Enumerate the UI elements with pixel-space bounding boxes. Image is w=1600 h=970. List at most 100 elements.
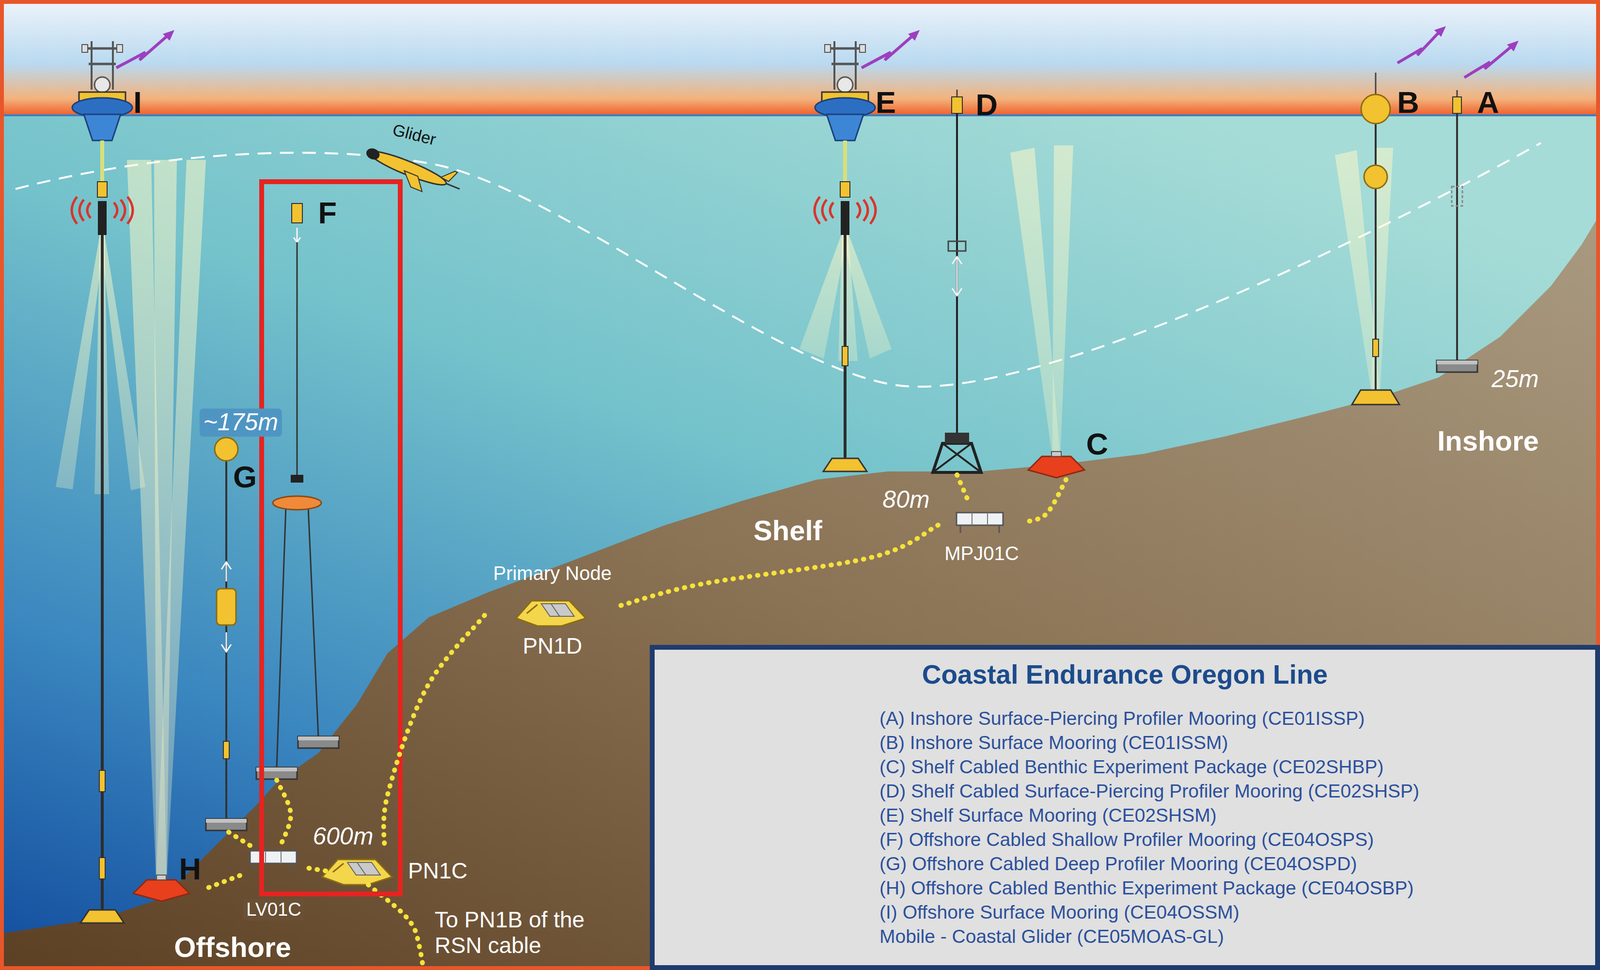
legend-line: (A) Inshore Surface-Piercing Profiler Mo… — [879, 706, 1365, 731]
legend-line: (B) Inshore Surface Mooring (CE01ISSM) — [879, 730, 1229, 755]
depth-label: ~175m — [199, 408, 283, 437]
surface-float — [1361, 94, 1391, 124]
region-label: Inshore — [1437, 424, 1539, 458]
anchor-frame — [80, 909, 125, 924]
legend-line: (G) Offshore Cabled Deep Profiler Moorin… — [879, 851, 1358, 877]
surface-buoy — [814, 41, 876, 236]
region-label: Shelf — [753, 514, 823, 548]
depth-label: 600m — [312, 822, 374, 851]
anchor — [1436, 360, 1478, 373]
telemetry-bolt — [1464, 44, 1514, 78]
beam — [842, 232, 892, 359]
mooring-leg — [276, 506, 286, 769]
depth-label: 25m — [1491, 365, 1539, 394]
beam — [156, 159, 206, 880]
mooring-letter: C — [1086, 426, 1109, 462]
telemetry-bolt-tips — [162, 26, 1519, 52]
float — [99, 770, 106, 792]
motion-arrows — [952, 256, 962, 296]
motion-arrows — [221, 562, 232, 652]
float — [223, 741, 230, 759]
subsurface-float — [214, 437, 238, 461]
glider-track — [15, 142, 1541, 387]
profiler — [1451, 186, 1463, 206]
cable-connector — [307, 868, 326, 872]
legend-line: Mobile - Coastal Glider (CE05MOAS-GL) — [879, 924, 1224, 949]
benthic-box: C — [1027, 426, 1113, 480]
seafloor — [0, 214, 1600, 970]
platform — [272, 496, 322, 510]
junction-box-node: MPJ01C — [938, 503, 1026, 565]
primary-node-box: Primary NodePN1D — [484, 562, 621, 659]
glider-nose — [364, 146, 382, 162]
cable-note: To PN1B of the RSN cable — [434, 907, 585, 959]
depth-label: 80m — [882, 486, 930, 515]
legend-line: (H) Offshore Cabled Benthic Experiment P… — [879, 876, 1414, 901]
glider — [360, 138, 466, 205]
mooring-letter: G — [233, 459, 257, 495]
primary-node — [322, 859, 393, 885]
benthic-box: H — [130, 850, 209, 904]
bolt-tip — [1434, 26, 1446, 37]
anchor-frame — [932, 443, 982, 473]
mooring-letter: E — [875, 84, 896, 120]
profiler — [948, 241, 966, 251]
mooring-letter: B — [1396, 84, 1420, 120]
anchor — [298, 736, 339, 749]
winch — [290, 474, 304, 483]
antenna — [1375, 72, 1377, 95]
profiler-pod — [291, 203, 303, 223]
node-caption: Primary Node — [493, 562, 612, 585]
telemetry-bolt — [116, 33, 170, 68]
mooring-letter: D — [975, 87, 999, 123]
legend-line: (C) Shelf Cabled Benthic Experiment Pack… — [879, 754, 1384, 780]
legend-line: (E) Shelf Surface Mooring (CE02SHSM) — [879, 803, 1217, 828]
primary-node — [516, 600, 586, 627]
junction-box-node: LV01C — [239, 845, 308, 921]
anchor — [205, 818, 247, 831]
motion-arrows — [293, 227, 301, 243]
benthic-frame — [1351, 390, 1400, 405]
bolt-tip — [908, 30, 920, 41]
cable-connector — [276, 780, 291, 846]
mooring-line — [100, 235, 104, 911]
surface-buoy — [71, 41, 133, 236]
profiler-float — [951, 96, 963, 114]
float — [99, 857, 106, 879]
sea — [0, 114, 1600, 970]
cable-to-rsn — [368, 884, 424, 970]
deep-profiler — [216, 588, 236, 626]
legend-line: (F) Offshore Cabled Shallow Profiler Moo… — [879, 827, 1374, 852]
benthic-package — [1028, 451, 1085, 478]
mooring-box: G — [208, 416, 257, 832]
junction-box — [956, 512, 1004, 534]
telemetry-bolts — [116, 30, 1514, 78]
anchor-frame — [944, 432, 970, 444]
glider-wing — [399, 171, 427, 192]
legend-line: (D) Shelf Cabled Surface-Piercing Profil… — [879, 779, 1420, 804]
mooring-leg — [308, 506, 319, 738]
glider-label: Glider — [390, 120, 438, 150]
mooring-line — [1456, 113, 1459, 361]
panel-heading: Coastal Endurance Oregon Line — [922, 659, 1328, 691]
beam — [1052, 145, 1074, 458]
glider-antenna — [446, 183, 460, 189]
node-label: MPJ01C — [944, 542, 1019, 565]
sky — [0, 0, 1600, 117]
float — [842, 346, 848, 366]
telemetry-bolt — [861, 33, 915, 68]
bolt-tip — [162, 30, 175, 41]
cable-connector — [956, 474, 970, 504]
cable-connector — [226, 831, 251, 846]
mooring-box: F — [254, 191, 342, 781]
legend-panel: Coastal Endurance Oregon Line (A) Inshore… — [649, 644, 1600, 970]
node-label: LV01C — [243, 899, 304, 921]
cable-connector — [208, 875, 240, 888]
mooring-box: D — [932, 87, 1001, 475]
cable-connector — [383, 615, 485, 851]
node-label: PN1D — [522, 633, 583, 659]
telemetry-bolt — [1397, 30, 1442, 63]
bolt-tip — [1506, 40, 1519, 52]
highlight-frame — [261, 181, 401, 895]
